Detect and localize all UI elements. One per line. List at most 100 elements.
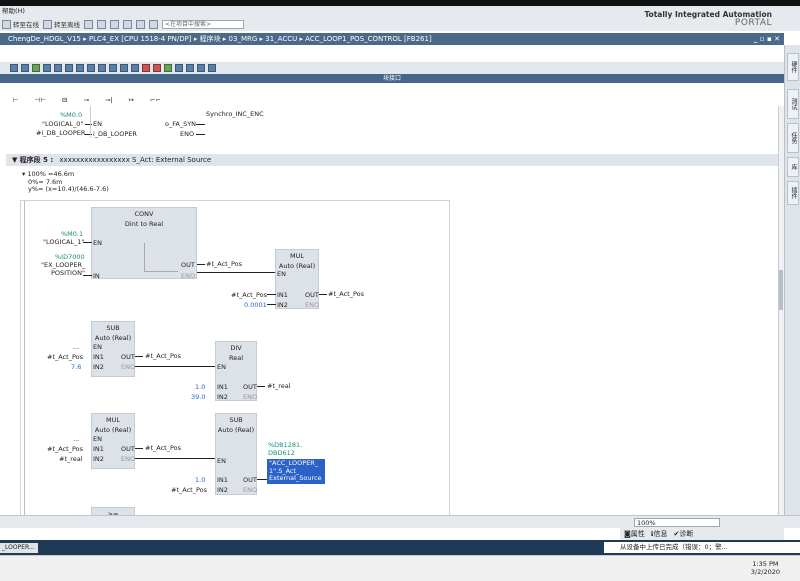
inspector-tab-diagnostics[interactable]: ✔诊断 [673,530,694,538]
insert-network-icon[interactable] [10,64,18,72]
compare-icon[interactable] [175,64,183,72]
comment-icon[interactable] [98,64,106,72]
editor-tab-looper[interactable]: _LOOPER... [0,543,38,553]
split-editor-vertical-icon[interactable] [149,19,158,29]
task-tab-tasks[interactable]: 任务 [787,123,799,153]
online-icon [2,19,11,29]
lad-close-branch[interactable]: ⊸| [104,96,113,104]
cross-reference-icon[interactable] [97,19,106,29]
mul1-in2-pin: IN2 [277,301,288,309]
taskbar-clock[interactable]: 1:35 PM 3/2/2020 [750,560,780,576]
start-cpu-icon[interactable] [110,19,119,29]
accessible-devices-icon[interactable] [84,19,93,29]
lad-box[interactable]: ⌐⌐ [150,96,161,104]
div-block[interactable]: DIV Real [215,341,257,401]
note-line-1: 100% =46.6m [27,170,75,178]
editor-scroll-thumb[interactable] [779,270,783,310]
editor-window-buttons[interactable]: _ ▫ ▪ ✕ [753,35,780,43]
sub2-title: SUB [229,416,243,424]
absolute-operands-icon[interactable] [54,64,62,72]
compile-icon[interactable] [32,64,40,72]
sub1-block[interactable]: SUB Auto (Real) [91,321,135,377]
editor-tab-bar: _LOOPER... [0,540,800,555]
lad-coil[interactable]: ⊸ [83,96,89,104]
block-interface-bar[interactable]: 块接口 [0,74,784,83]
mul1-in1-wire [267,294,276,295]
lad-normally-open-contact[interactable]: ⊣⊢ [34,96,46,104]
mul2-out-var: #t_Act_Pos [145,444,182,452]
div-out-wire [257,386,265,387]
inspector-tab-info[interactable]: ℹ信息 [650,530,668,538]
mul1-eno-pin: ENO [305,301,320,309]
status-message[interactable]: 从设备中上传已完成（错误：0；警... [604,542,800,553]
mul2-in1-var: #t_Act_Pos [47,445,84,453]
task-tab-hardware[interactable]: 硬件 [787,53,799,81]
settings-icon[interactable] [208,64,216,72]
conv-in-pin: IN [93,272,100,280]
diagnostics-icon: ✔ [673,530,680,538]
div-out-pin: OUT [243,383,257,391]
tia-brand: Totally Integrated Automation PORTAL [644,10,772,28]
prev-eno-wire [196,134,205,135]
go-offline-button[interactable]: 转至离线 [43,19,80,29]
upload-icon[interactable] [197,64,205,72]
sub2-out-operand-selected[interactable]: "ACC_LOOPER_ 1".S_Act_ External_Source [267,459,325,484]
breadcrumb-path[interactable]: ChengDe_HDGL_V15 ▸ PLC4_EX [CPU 1518-4 P… [8,35,432,43]
favorites-icon[interactable] [65,64,73,72]
task-card-strip: 硬件 测试 任务 库 插件 [784,45,800,515]
inspector-tab-properties[interactable]: ◙属性 [624,530,645,538]
monitoring-on-off-icon[interactable] [164,64,172,72]
menu-help[interactable]: 帮助(H) [2,7,25,15]
zoom-select[interactable]: 100% [634,518,720,527]
zoom-out-icon[interactable] [131,64,139,72]
sub1-en-val: ... [73,343,80,351]
editor-vertical-scrollbar[interactable] [778,106,784,516]
mul1-in2-val: 0.0001 [244,301,267,309]
project-search-input[interactable]: <在项目中搜索> [162,19,244,29]
network-collapse-icon[interactable]: ▼ [12,156,18,164]
split-editor-horizontal-icon[interactable] [136,19,145,29]
lad-empty-box[interactable]: ⊟ [62,96,68,104]
prev-out-param: Synchro_INC_ENC [206,110,264,118]
menu-bar: 帮助(H) [0,6,800,17]
mul2-block[interactable]: MUL Auto (Real) [91,413,135,469]
offline-icon [43,19,52,29]
sub1-out-var: #t_Act_Pos [145,352,182,360]
prev-in-param: #i_DB_LOOPER [36,129,86,137]
network-5-comment[interactable]: xxxxxxxxxxxxxxxxx S_Act: External Source [59,156,212,164]
breakpoint-icon[interactable] [153,64,161,72]
task-tab-testing[interactable]: 测试 [787,89,799,119]
networks-open-icon[interactable] [76,64,84,72]
network-5-header[interactable]: ▼ 程序段 5 : xxxxxxxxxxxxxxxxx S_Act: Exter… [6,154,778,166]
conv-en-name: "LOGICAL_1" [43,238,85,246]
mul1-in1-var: #t_Act_Pos [231,291,268,299]
zoom-in-icon[interactable] [120,64,128,72]
monitor-icon[interactable] [43,64,51,72]
network-5-area[interactable]: CONV Dint to Real %M0.1 "LOGICAL_1" EN %… [20,200,450,521]
download-icon[interactable] [186,64,194,72]
sub1-in1-var: #t_Act_Pos [47,353,84,361]
mul1-block[interactable]: MUL Auto (Real) [275,249,319,309]
sub2-block[interactable]: SUB Auto (Real) [215,413,257,495]
delete-network-icon[interactable] [21,64,29,72]
div-in1-pin: IN1 [217,383,228,391]
conv-en-tag: %M0.1 [61,230,84,238]
go-online-button[interactable]: 转至在线 [2,19,39,29]
mul1-out-pin: OUT [305,291,319,299]
lad-connection-arrow[interactable]: ↦ [128,96,134,104]
networks-close-icon[interactable] [87,64,95,72]
go-to-error-icon[interactable] [142,64,150,72]
conv-internal-wire [144,243,145,271]
editor-toolbar [0,62,784,74]
conv-subtitle: Dint to Real [124,220,164,228]
lad-open-branch[interactable]: ⊢ [13,96,19,104]
window-top-edge [0,0,800,6]
task-tab-addins[interactable]: 插件 [787,181,799,205]
task-tab-libraries[interactable]: 库 [787,157,799,177]
div-in2-pin: IN2 [217,393,228,401]
close-icon[interactable] [123,19,132,29]
tag-info-icon[interactable] [109,64,117,72]
network-5-notes[interactable]: ▾ 100% =46.6m 0%= 7.6m y%= (x=10.4)/(46.… [22,170,109,193]
prev-en-wire [85,124,92,125]
sub1-eno-to-div-wire [135,366,215,367]
